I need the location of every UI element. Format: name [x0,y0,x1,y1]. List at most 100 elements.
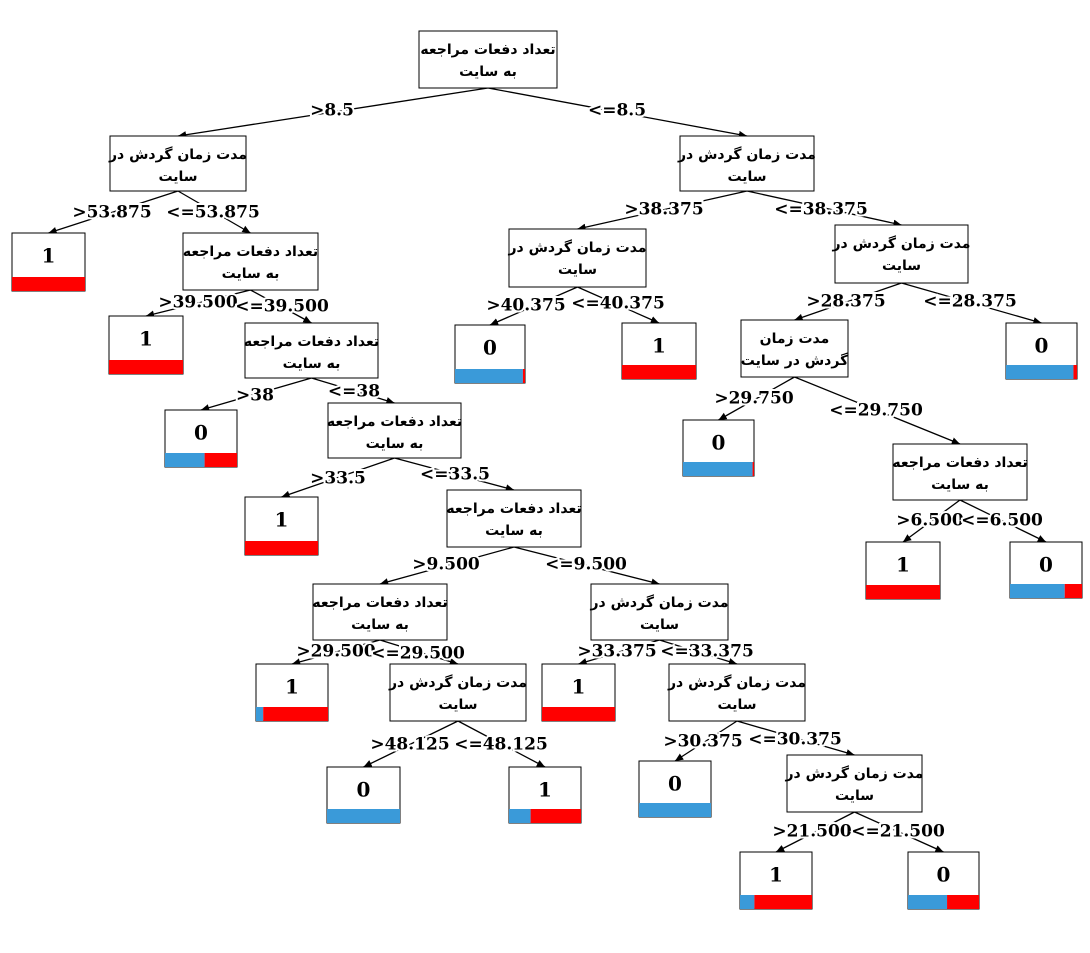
decision-node: تعداد دفعات مراجعه به سایت [182,232,319,291]
edge-n0-n2 [487,87,748,139]
node-label-line: به سایت [283,356,341,372]
edge-label: >38.375 [624,200,703,220]
edge-label: >38 [236,386,274,406]
class-1-bar [204,453,237,467]
node-label-line: مدت زمان گردش در [677,146,816,163]
class-1-bar [530,809,581,823]
node-box [312,583,448,641]
node-label-line: به سایت [222,266,280,282]
edge-label: <=29.500 [371,644,465,664]
leaf-class-label: 1 [285,675,299,699]
edge-n15-l17 [959,499,1047,543]
edge-label: <=38.375 [774,200,868,220]
leaf-node: 0 [1009,541,1083,599]
edge-n14-l16 [718,376,795,421]
leaf-class-label: 0 [668,772,682,796]
class-0-bar [509,809,531,823]
leaf-node: 0 [326,766,401,824]
leaf-node: 1 [508,766,582,824]
node-box [446,489,582,548]
leaf-node: 0 [907,851,980,910]
node-box [834,224,969,284]
leaf-node: 0 [1005,322,1078,380]
leaf-node: 1 [621,322,697,380]
node-label-line: مدت زمان گردش در [667,674,806,691]
node-label-line: تعداد دفعات مراجعه [892,455,1027,471]
leaf-node: 1 [739,851,813,910]
node-label-line: تعداد دفعات مراجعه [312,595,447,611]
decision-node: مدت زمان گردش در سایت [740,319,849,378]
leaf-class-label: 0 [712,431,726,455]
edge-label: >9.500 [412,555,480,575]
edge-n12-l12 [489,286,578,326]
edge-n2-n13 [746,190,902,227]
node-label-line: مدت زمان [760,331,830,347]
class-0-bar [683,462,753,476]
class-1-bar [542,707,615,721]
edge-n4-l3 [200,377,312,412]
edge-label: >21.500 [772,822,851,842]
leaf-node: 1 [255,663,329,722]
edge-n8-l8 [578,639,660,666]
node-label-line: گردش در سایت [741,352,849,369]
class-1-bar [1073,365,1077,379]
edge-n4-n5 [311,377,395,405]
leaf-node: 0 [682,419,755,477]
edge-label: >28.375 [806,292,885,312]
edge-n13-n14 [794,282,902,321]
edge-n11-l10 [775,811,855,853]
leaf-class-label: 0 [937,863,951,887]
decision-node: تعداد دفعات مراجعه به سایت [418,30,558,89]
edge-n13-l14 [901,282,1042,325]
node-label-line: تعداد دفعات مراجعه [183,244,318,260]
edge-n10-l9 [674,720,738,762]
edge-n7-n9 [379,639,459,666]
node-box [244,322,379,379]
class-0-bar [165,453,205,467]
class-0-bar [1006,365,1074,379]
node-label-line: مدت زمان گردش در [785,765,924,782]
edge-label: >48.125 [370,735,449,755]
edge-n9-l7 [457,720,546,768]
edge-label: >29.750 [714,389,793,409]
leaf-node: 0 [164,409,238,468]
node-label-line: تعداد دفعات مراجعه [420,42,555,58]
node-label-line: مدت زمان گردش در [590,594,729,611]
leaf-class-label: 1 [42,244,56,268]
class-1-bar [245,541,318,555]
edge-label: <=9.500 [545,555,627,575]
edge-label: <=21.500 [851,822,945,842]
edge-n7-l5 [291,639,381,666]
node-label-line: به سایت [459,64,517,80]
leaf-node: 0 [454,324,526,384]
class-0-bar [455,369,523,383]
edge-label: <=33.375 [660,642,754,662]
node-box [786,754,923,813]
edge-label: >39.500 [158,293,237,313]
class-1-bar [622,365,696,379]
node-label-line: سایت [558,262,597,278]
edge-label: <=40.375 [571,294,665,314]
class-1-bar [947,895,979,909]
edge-n12-l13 [577,286,660,324]
edge-label: <=8.5 [588,101,646,121]
class-1-bar [754,895,812,909]
node-label-line: مدت زمان گردش در [832,235,971,252]
edge-label: <=38 [328,382,380,402]
class-0-bar [1010,584,1065,598]
class-1-bar [866,585,940,599]
leaf-class-label: 1 [275,508,289,532]
node-box [182,232,319,291]
node-label-line: سایت [835,788,874,804]
edge-n3-l2 [145,289,251,318]
class-1-bar [12,277,85,291]
